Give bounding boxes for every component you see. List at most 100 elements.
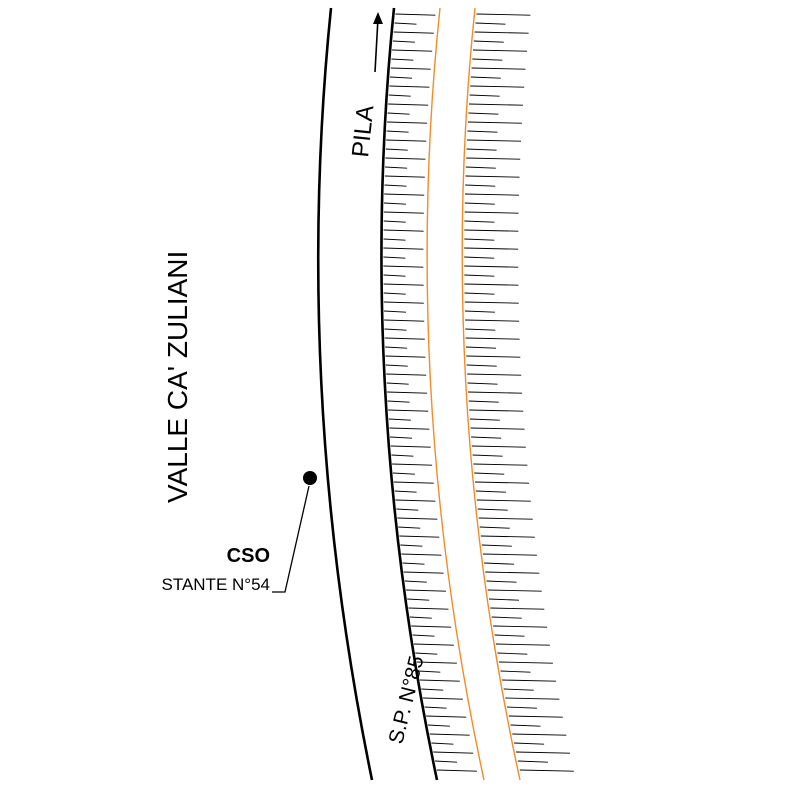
cso-label: CSO bbox=[227, 545, 270, 567]
hatch-stroke bbox=[388, 103, 429, 106]
hatch-stroke bbox=[397, 517, 438, 520]
hatch-stroke bbox=[416, 661, 457, 664]
hatch-stroke bbox=[491, 616, 522, 619]
hatch-stroke bbox=[465, 319, 520, 322]
hatch-stroke bbox=[515, 751, 571, 754]
hatch-stroke bbox=[384, 337, 425, 340]
hatch-stroke bbox=[506, 706, 538, 709]
hatch-stroke bbox=[388, 94, 411, 97]
hatch-stroke bbox=[467, 121, 522, 124]
direction-label: PILA bbox=[347, 104, 379, 159]
hatch-stroke bbox=[383, 310, 407, 313]
hatch-stroke bbox=[493, 625, 548, 628]
hatch-stroke bbox=[464, 265, 519, 268]
hatch-stroke bbox=[407, 598, 430, 601]
hatch-stroke bbox=[392, 40, 415, 43]
hatch-stroke bbox=[383, 247, 424, 250]
hatch-stroke bbox=[411, 625, 452, 628]
hatch-stroke bbox=[466, 148, 497, 151]
hatch-stroke bbox=[392, 463, 433, 466]
hatch-stroke bbox=[393, 31, 434, 34]
hatch-stroke bbox=[464, 310, 495, 313]
hatch-stroke bbox=[396, 508, 419, 511]
hatch-stroke bbox=[473, 463, 528, 466]
hatch-stroke bbox=[480, 535, 535, 538]
hatch-stroke bbox=[405, 589, 447, 592]
hatch-stroke bbox=[394, 490, 417, 493]
hatch-stroke bbox=[465, 175, 520, 178]
hatch-stroke bbox=[399, 535, 440, 538]
hatch-stroke bbox=[386, 373, 427, 376]
hatch-stroke bbox=[387, 112, 410, 115]
hatch-stroke bbox=[389, 76, 413, 79]
arrow-up-icon bbox=[373, 12, 383, 73]
hatch-stroke bbox=[468, 391, 523, 394]
cso-point-marker bbox=[303, 471, 317, 485]
hatch-stroke bbox=[470, 427, 525, 430]
hatch-stroke bbox=[512, 733, 567, 736]
hatch-stroke bbox=[413, 643, 454, 646]
hatch-stroke bbox=[390, 67, 431, 70]
hatch-stroke bbox=[473, 40, 504, 43]
hatch-stroke bbox=[464, 229, 519, 232]
hatch-stroke bbox=[383, 283, 424, 286]
hatch-stroke bbox=[383, 238, 406, 241]
hatch-stroke bbox=[471, 436, 502, 439]
hatch-stroke bbox=[391, 454, 414, 457]
hatch-stroke bbox=[383, 202, 407, 205]
stante-label: STANTE N°54 bbox=[161, 575, 270, 594]
hatch-stroke bbox=[465, 328, 496, 331]
hatch-stroke bbox=[464, 202, 495, 205]
hatch-stroke bbox=[479, 526, 510, 529]
hatch-stroke bbox=[383, 256, 406, 259]
hatch-stroke bbox=[490, 607, 545, 610]
hatch-stroke bbox=[494, 634, 525, 637]
hatch-stroke bbox=[385, 355, 426, 358]
hatch-stroke bbox=[469, 418, 500, 421]
hatch-stroke bbox=[434, 760, 458, 763]
hatch-stroke bbox=[464, 193, 520, 196]
hatch-stroke bbox=[383, 274, 406, 277]
hatch-stroke bbox=[384, 193, 425, 196]
hatch-stroke bbox=[402, 562, 425, 565]
hatch-stroke bbox=[386, 130, 409, 133]
hatch-stroke bbox=[392, 472, 415, 475]
road-left-edge bbox=[316, 7, 374, 781]
hatch-stroke bbox=[393, 481, 434, 484]
cso-leader-line bbox=[272, 485, 310, 593]
hatch-stroke bbox=[389, 85, 430, 88]
hatch-stroke bbox=[390, 445, 431, 448]
hatch-stroke bbox=[429, 733, 470, 736]
hatch-stroke bbox=[383, 220, 406, 223]
hatch-stroke bbox=[387, 121, 428, 124]
hatch-stroke bbox=[427, 724, 450, 727]
hatch-stroke bbox=[469, 94, 500, 97]
hatch-stroke bbox=[470, 85, 525, 88]
hatch-stroke bbox=[519, 769, 574, 772]
hatch-stroke bbox=[383, 211, 424, 214]
hatch-stroke bbox=[418, 670, 441, 673]
hatch-stroke bbox=[409, 616, 432, 619]
hatch-stroke bbox=[426, 715, 467, 718]
hatch-stroke bbox=[500, 670, 531, 673]
hatch-stroke bbox=[466, 157, 521, 160]
hatch-stroke bbox=[404, 580, 427, 583]
hatch-stroke bbox=[474, 31, 529, 34]
hatch-stroke bbox=[465, 337, 520, 340]
hatch-stroke bbox=[464, 247, 519, 250]
hatch-stroke bbox=[421, 688, 444, 691]
hatch-stroke bbox=[422, 697, 463, 700]
hatch-stroke bbox=[386, 139, 427, 142]
hatch-stroke bbox=[466, 355, 521, 358]
hatch-stroke bbox=[486, 580, 517, 583]
hatch-stroke bbox=[398, 526, 421, 529]
hatch-stroke bbox=[468, 112, 499, 115]
hatch-stroke bbox=[412, 634, 435, 637]
hatch-stroke bbox=[383, 229, 424, 232]
hatch-stroke bbox=[395, 13, 436, 16]
hatch-stroke bbox=[482, 553, 537, 556]
hatch-stroke bbox=[484, 562, 515, 565]
hatch-stroke bbox=[472, 454, 503, 457]
hatch-stroke bbox=[419, 679, 460, 682]
